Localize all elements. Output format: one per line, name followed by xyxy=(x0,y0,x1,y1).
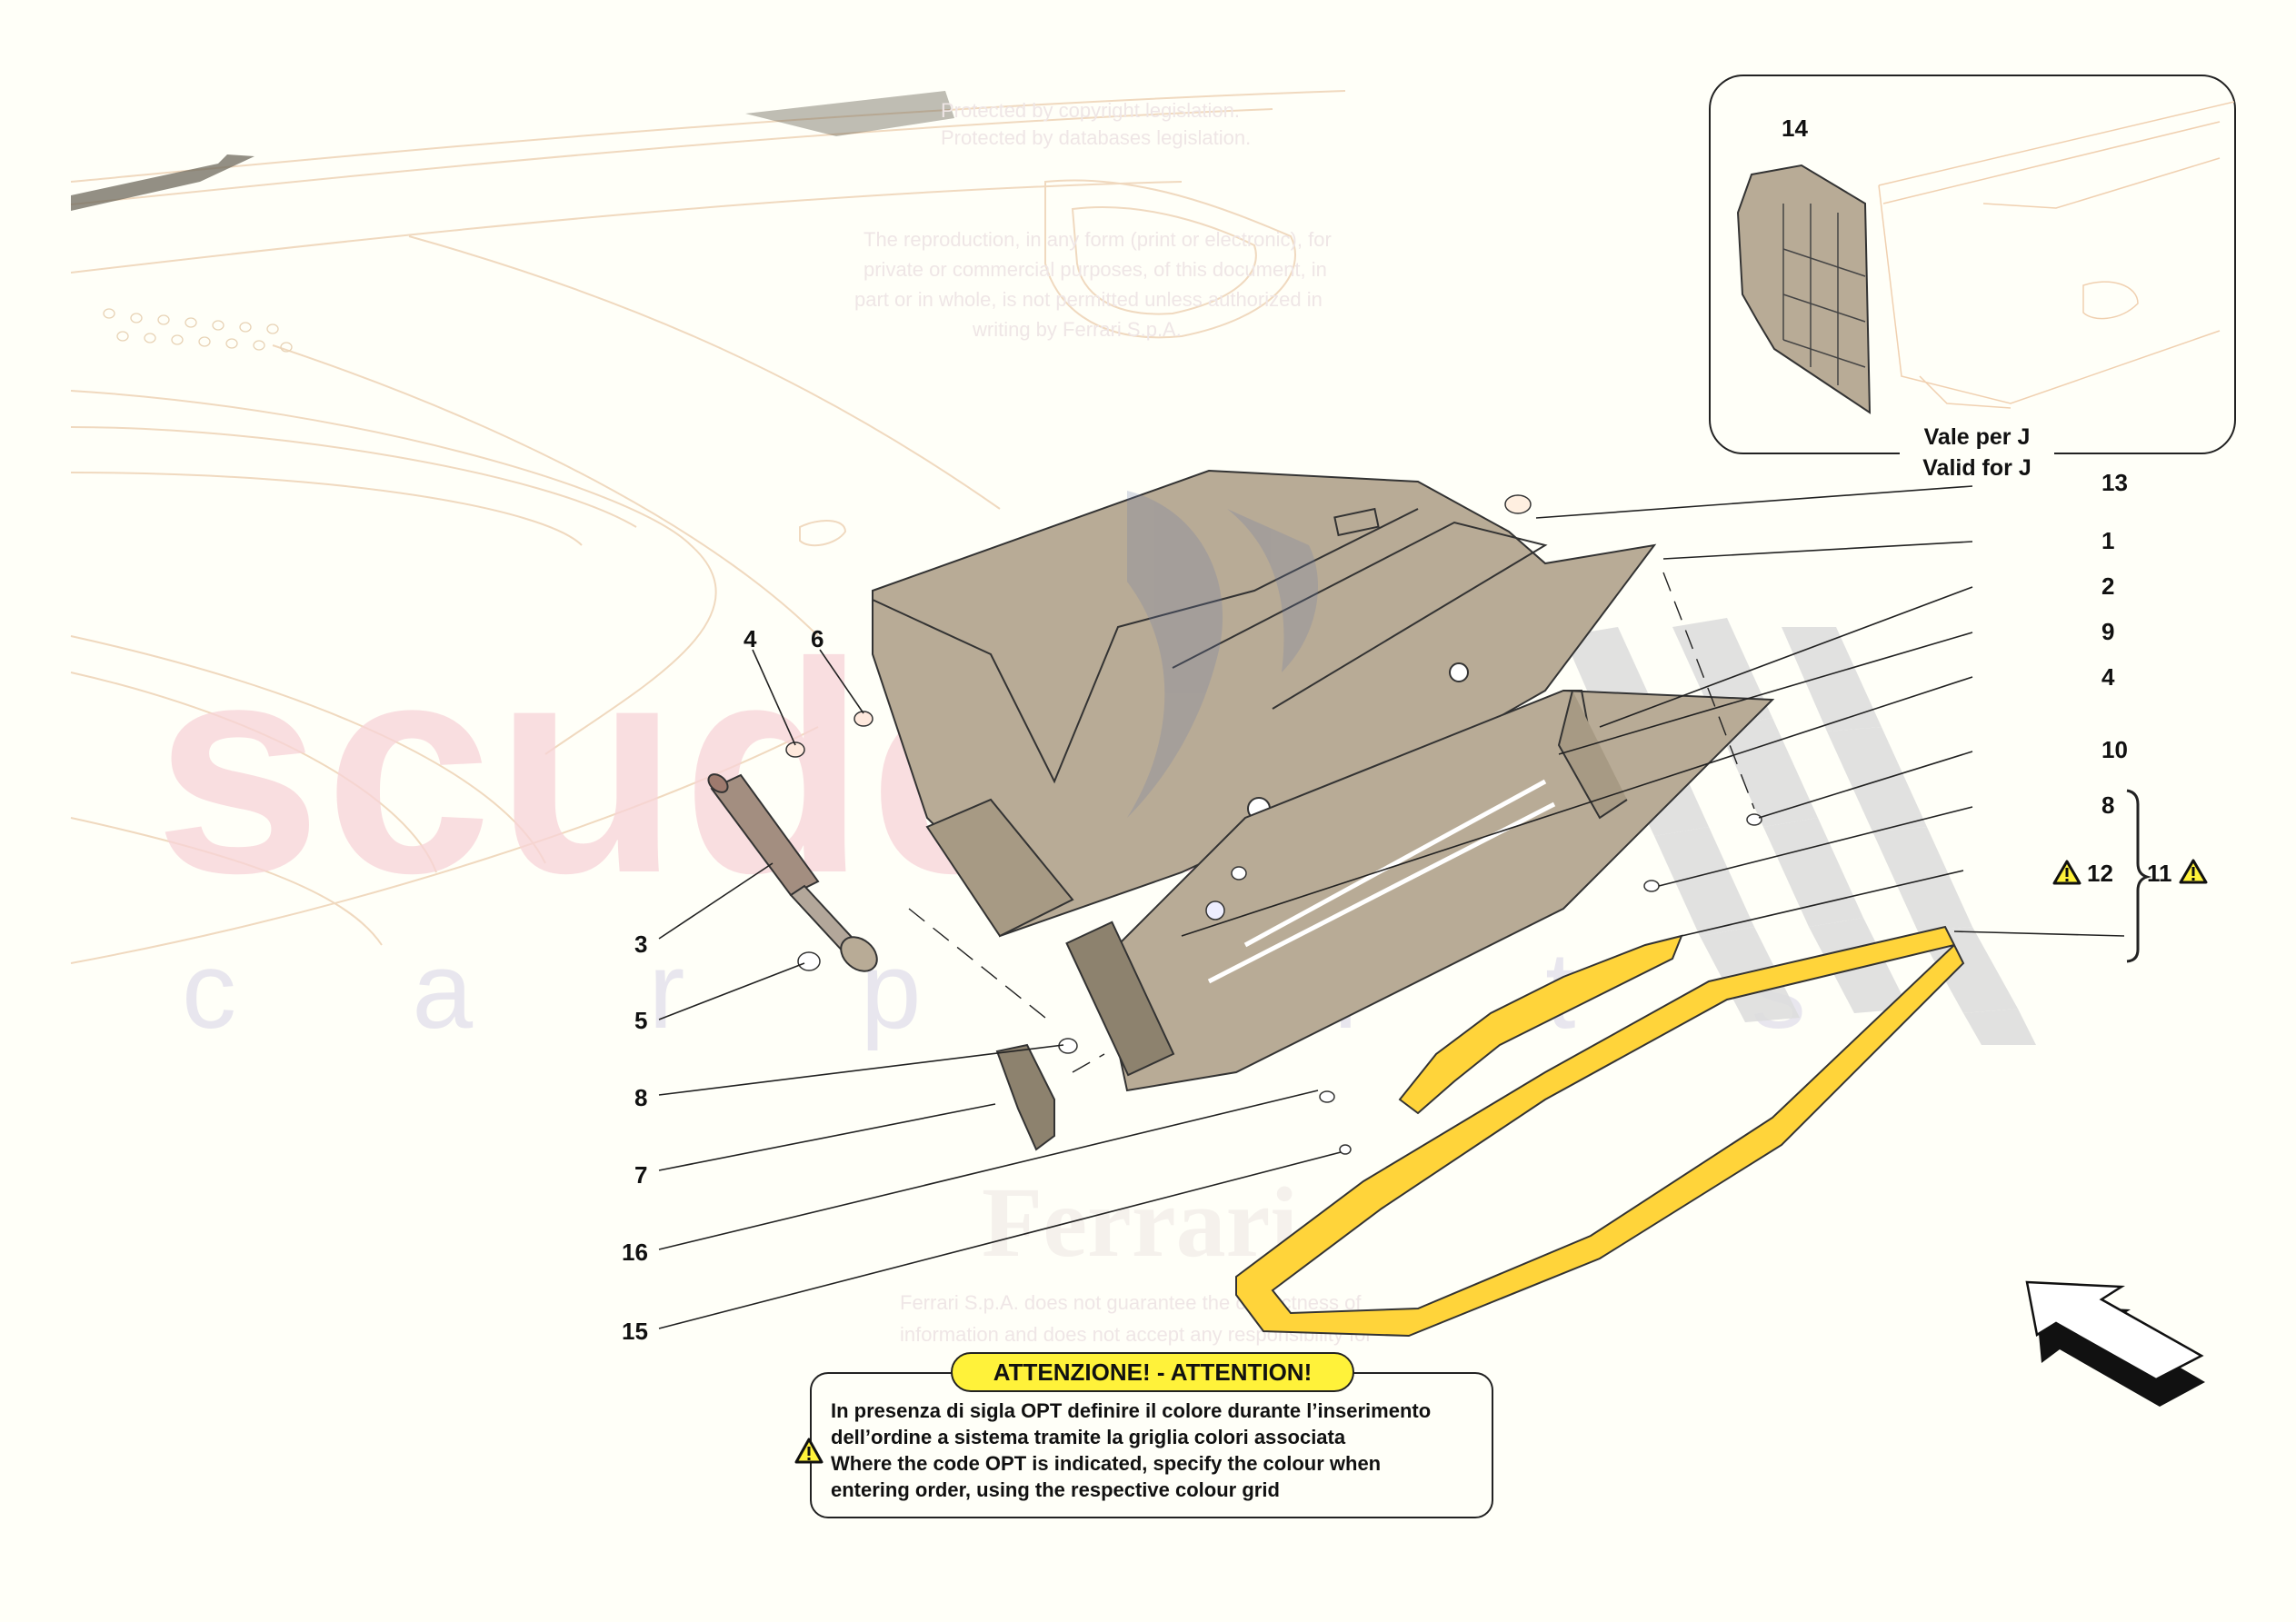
callout-4-left: 4 xyxy=(744,625,757,652)
reproduction-watermark-1: The reproduction, in any form (print or … xyxy=(863,228,1332,251)
inset-caption-english: Valid for J xyxy=(1922,454,2031,481)
inset-panel-valid-for-j: 14 xyxy=(1709,75,2266,454)
inset-caption-italian: Vale per J xyxy=(1923,424,2031,450)
callout-14: 14 xyxy=(1782,114,1808,142)
callout-11: 11 xyxy=(2147,860,2172,887)
glove-box-door-part-1 xyxy=(872,469,1657,938)
warning-triangle-icon xyxy=(2179,859,2208,884)
warning-note-title: ATTENZIONE! - ATTENTION! xyxy=(951,1352,1354,1392)
inset-caption: Vale per J Valid for J xyxy=(1900,423,2054,484)
warning-triangle-icon xyxy=(2052,860,2081,885)
callout-8-left: 8 xyxy=(634,1084,648,1111)
callout-13: 13 xyxy=(2101,469,2128,496)
warning-note-line-4: entering order, using the respective col… xyxy=(831,1478,1280,1501)
warning-note-line-3: Where the code OPT is indicated, specify… xyxy=(831,1452,1382,1475)
copyright-watermark-2: Protected by databases legislation. xyxy=(941,126,1252,149)
callout-12: 12 xyxy=(2087,860,2113,887)
copyright-watermark-1: Protected by copyright legislation. xyxy=(941,99,1240,122)
warning-triangle-icon xyxy=(794,1438,824,1464)
callout-5: 5 xyxy=(634,1007,648,1034)
callout-9: 9 xyxy=(2101,618,2115,645)
trim-parts-yellow xyxy=(1235,925,1965,1338)
gas-strut-part-3 xyxy=(707,773,878,972)
inset-drawing xyxy=(1736,94,2266,414)
reproduction-watermark-2: private or commercial purposes, of this … xyxy=(863,258,1327,281)
part-14-bracket xyxy=(1736,164,1872,414)
callout-10: 10 xyxy=(2101,736,2128,763)
warning-note-line-1: In presenza di sigla OPT definire il col… xyxy=(831,1399,1432,1422)
ferrari-logo-watermark: Ferrari xyxy=(982,1167,1299,1278)
reproduction-watermark-4: writing by Ferrari S.p.A. xyxy=(973,318,1182,341)
callout-4-right: 4 xyxy=(2101,663,2115,691)
latch-part-7 xyxy=(995,1043,1055,1151)
warning-note-line-2: dell’ordine a sistema tramite la griglia… xyxy=(831,1426,1346,1448)
callout-7: 7 xyxy=(634,1161,648,1189)
callout-6: 6 xyxy=(811,625,824,652)
callout-16: 16 xyxy=(622,1239,648,1266)
callout-1: 1 xyxy=(2101,527,2115,554)
callout-8-right: 8 xyxy=(2101,791,2115,819)
glove-box-bin-part-2 xyxy=(1065,689,1775,1092)
reproduction-watermark-3: part or in whole, is not permitted unles… xyxy=(854,288,1323,311)
callout-3: 3 xyxy=(634,930,648,958)
callout-15: 15 xyxy=(622,1318,648,1345)
callout-2: 2 xyxy=(2101,572,2115,600)
group-bracket xyxy=(2126,789,2152,963)
